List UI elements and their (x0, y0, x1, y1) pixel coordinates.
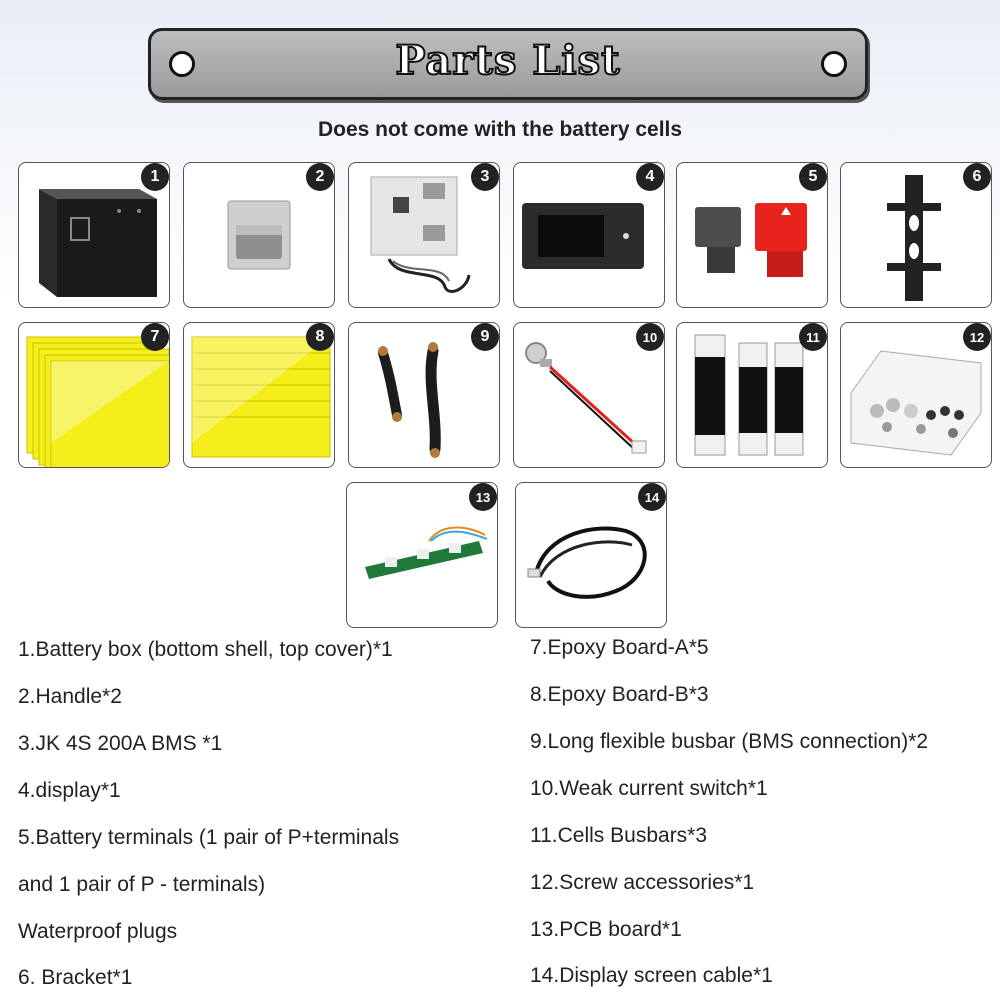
part-number-badge: 13 (469, 483, 497, 511)
part-number-badge: 14 (638, 483, 666, 511)
bracket-icon (887, 175, 941, 301)
display-icon (522, 203, 644, 269)
epoxy-board-b-icon (191, 336, 331, 458)
flexible-busbar-icon (378, 342, 441, 458)
part-card-4: 4 (513, 162, 665, 308)
banner-hole-left (169, 51, 195, 77)
list-item: 12.Screw accessories*1 (530, 871, 755, 894)
part-number-badge: 11 (799, 323, 827, 351)
list-item: 7.Epoxy Board-A*5 (530, 636, 709, 659)
list-item: Waterproof plugs (18, 920, 178, 943)
list-item: 13.PCB board*1 (530, 918, 682, 941)
display-cable-icon (527, 526, 647, 599)
part-number-badge: 10 (636, 323, 664, 351)
part-card-12: 12 (840, 322, 992, 468)
part-number-badge: 4 (636, 163, 664, 191)
screw-box-icon (850, 350, 982, 456)
list-item: 1.Battery box (bottom shell, top cover)*… (18, 638, 393, 661)
part-card-14: 14 (515, 482, 667, 628)
banner-hole-right (821, 51, 847, 77)
part-number-badge: 9 (471, 323, 499, 351)
list-item: 9.Long flexible busbar (BMS connection)*… (530, 730, 929, 753)
list-item: and 1 pair of P - terminals) (18, 873, 266, 896)
list-item: 8.Epoxy Board-B*3 (530, 683, 709, 706)
part-card-8: 8 (183, 322, 335, 468)
part-card-2: 2 (183, 162, 335, 308)
part-number-badge: 3 (471, 163, 499, 191)
part-card-7: 7 (18, 322, 170, 468)
part-card-9: 9 (348, 322, 500, 468)
title-banner: Parts List (148, 28, 868, 100)
list-item: 4.display*1 (18, 779, 121, 802)
part-card-6: 6 (840, 162, 992, 308)
part-number-badge: 7 (141, 323, 169, 351)
bms-board-icon (370, 176, 471, 293)
battery-terminals-icon (695, 203, 807, 277)
part-number-badge: 6 (963, 163, 991, 191)
epoxy-board-a-icon (26, 336, 169, 467)
list-item: 10.Weak current switch*1 (530, 777, 768, 800)
handle-icon (227, 200, 291, 270)
weak-current-switch-icon (525, 342, 647, 454)
part-card-11: 11 (676, 322, 828, 468)
list-item: 2.Handle*2 (18, 685, 122, 708)
list-item: 5.Battery terminals (1 pair of P+termina… (18, 826, 400, 849)
list-item: 11.Cells Busbars*3 (530, 824, 708, 847)
pcb-board-icon (365, 526, 488, 579)
battery-box-icon (39, 189, 157, 297)
part-card-10: 10 (513, 322, 665, 468)
list-item: 3.JK 4S 200A BMS *1 (18, 732, 223, 755)
part-number-badge: 8 (306, 323, 334, 351)
cell-busbars-icon (694, 334, 804, 456)
part-number-badge: 2 (306, 163, 334, 191)
part-card-13: 13 (346, 482, 498, 628)
subtitle: Does not come with the battery cells (317, 118, 683, 141)
part-number-badge: 1 (141, 163, 169, 191)
part-card-5: 5 (676, 162, 828, 308)
part-card-1: 1 (18, 162, 170, 308)
part-card-3: 3 (348, 162, 500, 308)
page-title: Parts List (394, 36, 621, 85)
list-item: 6. Bracket*1 (18, 966, 133, 989)
list-item: 14.Display screen cable*1 (530, 964, 773, 987)
part-number-badge: 5 (799, 163, 827, 191)
part-number-badge: 12 (963, 323, 991, 351)
